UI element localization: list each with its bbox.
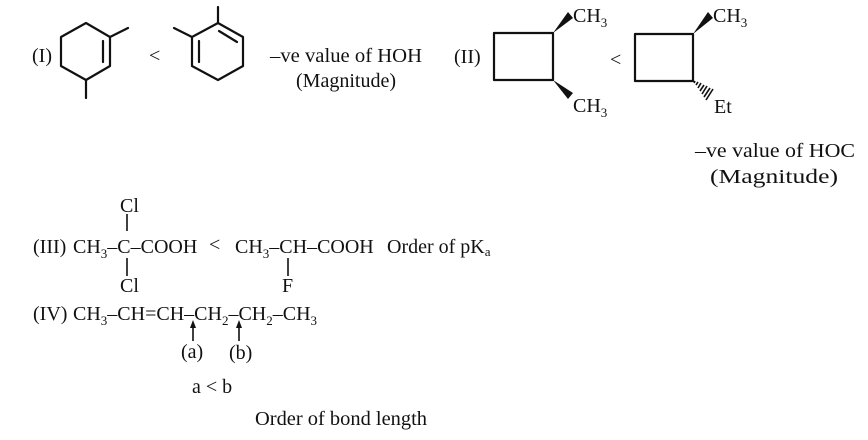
methyl-bottom-left: CH3: [573, 95, 607, 120]
part-1-relation: <: [149, 45, 160, 67]
bond-b-label: (b): [229, 342, 252, 364]
part-2-note-line2: (Magnitude): [710, 166, 838, 188]
arrow-b-icon: [236, 320, 242, 341]
dimethylcyclohexadiene-right: [172, 5, 245, 82]
dichloropropanoic-acid: CH3–C–COOH: [73, 236, 197, 261]
fluorine: F: [282, 275, 293, 297]
hexene-formula: CH3–CH=CH–CH2–CH2–CH3: [73, 303, 317, 328]
dimethylcyclohexene-left: [59, 21, 130, 100]
part-4-relation: a < b: [192, 376, 232, 398]
chlorine-top: Cl: [120, 195, 139, 217]
part-3-label: (III): [33, 236, 66, 258]
part-4-label: (IV): [33, 303, 67, 325]
part-4: (IV) CH3–CH=CH–CH2–CH2–CH3 (a) (b) a < b…: [33, 303, 427, 430]
hashed-bond: [693, 80, 714, 101]
part-4-note: Order of bond length: [255, 408, 427, 430]
cis-dimethylcyclobutane: CH3 CH3: [492, 5, 607, 120]
part-1-note-line1: –ve value of HOH: [269, 45, 422, 67]
methyl-top-right: CH3: [713, 5, 747, 30]
fluoropropanoic-acid: CH3–CH–COOH: [235, 236, 374, 261]
part-1-label: (I): [32, 45, 52, 67]
part-1: (I) < –ve value of HOH (Magnitude): [32, 5, 422, 100]
part-2-label: (II): [454, 46, 481, 68]
part-1-note-line2: (Magnitude): [296, 70, 396, 92]
part-2: (II) CH3 CH3 < CH3 Et –ve value of H: [454, 5, 855, 188]
bond-a-label: (a): [181, 341, 203, 363]
trans-methylethylcyclobutane: CH3 Et: [633, 5, 747, 118]
part-3: Cl (III) CH3–C–COOH Cl < CH3–CH–COOH F O…: [33, 195, 491, 297]
part-2-relation: <: [610, 49, 621, 71]
part-2-note-line1: –ve value of HOC: [694, 140, 855, 162]
chlorine-bottom: Cl: [120, 275, 139, 297]
part-3-relation: <: [209, 234, 220, 256]
arrow-a-icon: [190, 320, 196, 341]
part-3-note: Order of pKa: [387, 236, 491, 259]
ethyl-label: Et: [714, 96, 732, 118]
methyl-top-left: CH3: [573, 5, 607, 30]
